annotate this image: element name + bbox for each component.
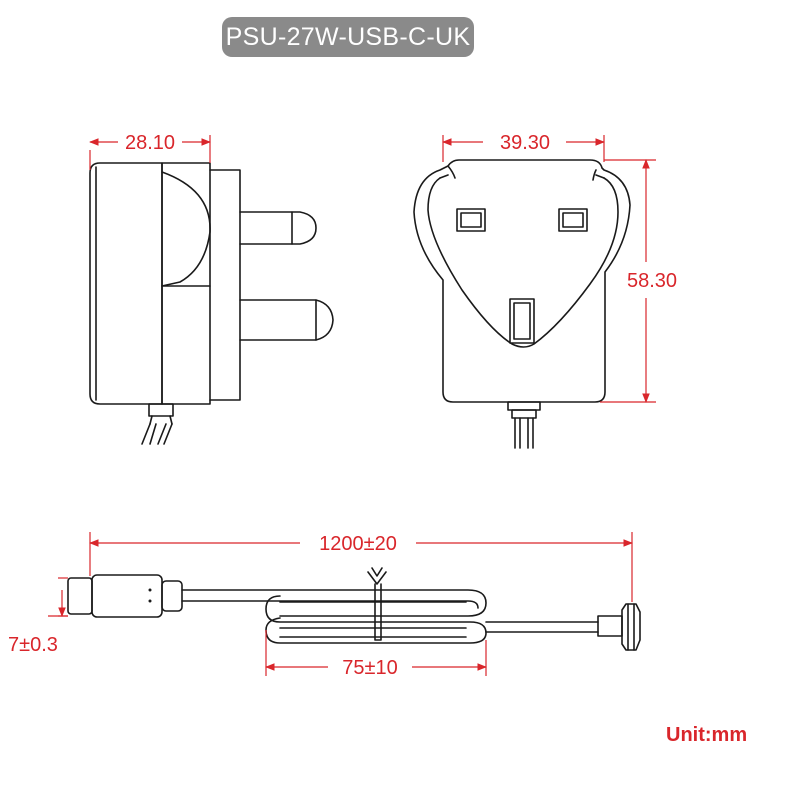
unit-label: Unit:mm	[666, 724, 748, 746]
front-height-dimension: 58.30	[627, 270, 677, 292]
coiled-cable	[265, 595, 487, 644]
front-view-body	[413, 159, 631, 403]
front-width-dimension: 39.30	[500, 132, 550, 154]
dc-barrel-connector	[621, 603, 641, 651]
plug-thickness-dimension: 7±0.3	[8, 634, 58, 656]
side-depth-dimension: 28.10	[125, 132, 175, 154]
coil-length-dimension: 75±10	[342, 657, 397, 679]
front-view-faceplate	[427, 177, 619, 348]
side-view-body	[89, 162, 163, 405]
usb-c-connector-tip	[67, 577, 93, 615]
product-title: PSU-27W-USB-C-UK	[222, 17, 474, 57]
cable-tie	[367, 567, 387, 641]
side-view-housing	[161, 162, 241, 405]
front-view-left-slot	[456, 208, 486, 232]
front-view-right-slot	[558, 208, 588, 232]
front-view: 39.30 58.30	[413, 132, 677, 449]
cable-view: 1200±20 7±0.3 75±10	[8, 532, 641, 679]
side-view-earth-pin	[239, 211, 317, 245]
cable-length-dimension: 1200±20	[319, 533, 397, 555]
usb-c-connector-body	[91, 574, 163, 618]
side-view-live-pin	[239, 299, 334, 341]
side-view: 28.10	[89, 132, 334, 445]
